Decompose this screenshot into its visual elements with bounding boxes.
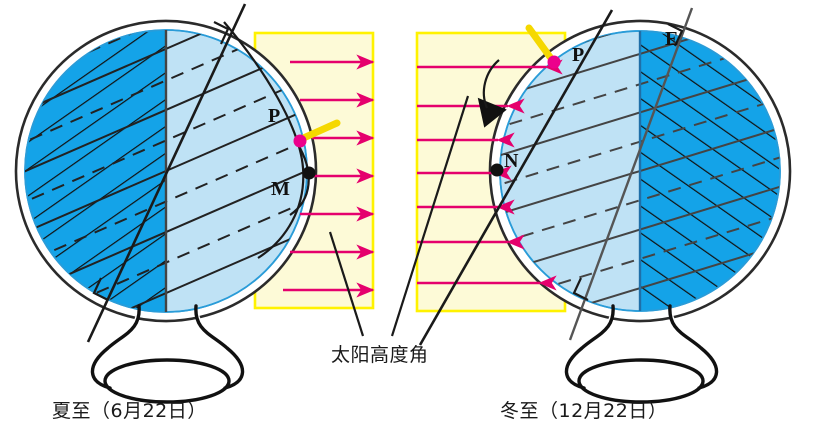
right-point-P-marker (547, 55, 561, 69)
right-angle-arc (482, 59, 500, 109)
left-globe-caption: 夏至（6月22日） (52, 400, 207, 422)
left-earth-axis (86, 3, 247, 343)
left-point-M-marker (302, 166, 316, 180)
right-earth-axis (568, 7, 694, 341)
left-label-M: M (271, 178, 290, 200)
left-horizon-curve (223, 21, 310, 259)
leader-line-left (328, 231, 365, 337)
leader-line-right (390, 95, 470, 337)
right-globe-stand (564, 304, 719, 404)
left-globe-stand (90, 304, 245, 404)
right-gnomon-stick (525, 24, 554, 61)
right-label-N: N (504, 150, 519, 172)
left-label-P: P (268, 105, 281, 127)
solar-altitude-angle-label: 太阳高度角 (331, 344, 429, 366)
right-sun-rays (417, 59, 563, 291)
left-point-P-marker (293, 134, 307, 148)
right-globe-caption: 冬至（12月22日） (500, 400, 668, 422)
left-gnomon-stick (295, 119, 341, 144)
right-point-N-marker (490, 163, 504, 177)
right-label-P: P (572, 44, 585, 66)
right-label-E: E (665, 28, 679, 50)
left-sun-rays (283, 54, 375, 298)
